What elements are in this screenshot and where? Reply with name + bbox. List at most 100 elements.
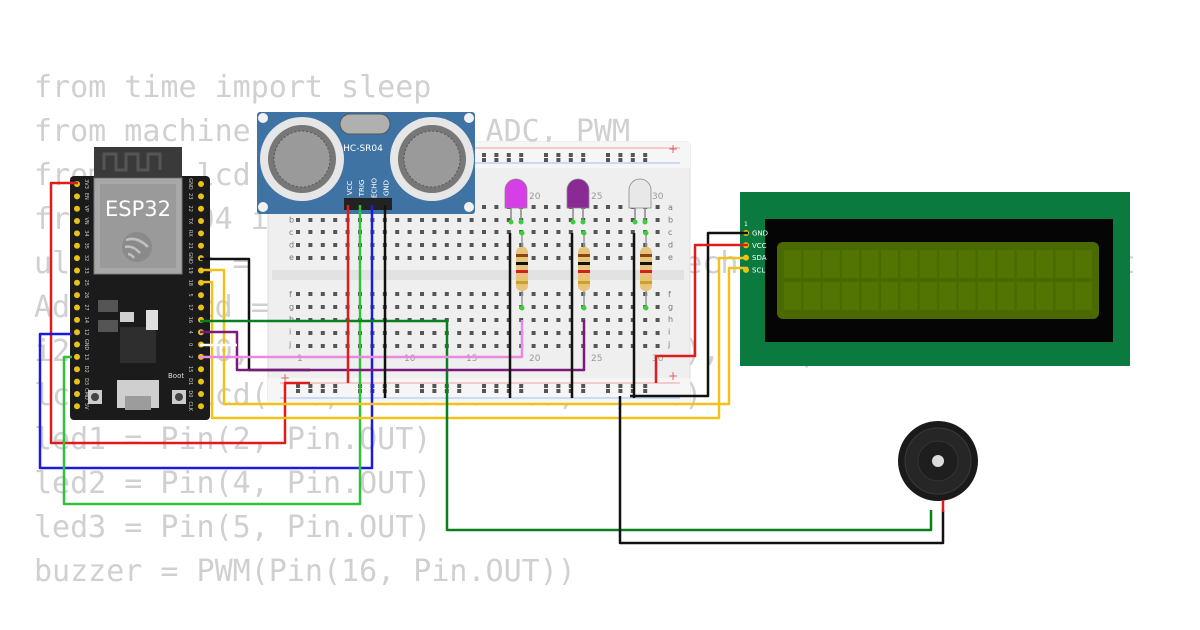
breadboard-hole — [469, 218, 474, 222]
esp32-pin-label: D0 — [187, 390, 193, 397]
rail-hole — [519, 158, 524, 162]
rail-hole — [308, 384, 313, 388]
esp32-pin — [198, 205, 204, 212]
lcd-cell — [861, 250, 879, 278]
breadboard-hole — [420, 230, 424, 234]
breadboard-hole — [544, 318, 548, 322]
esp32-pin — [74, 218, 80, 225]
breadboard-hole — [556, 292, 561, 296]
breadboard-hole — [494, 318, 499, 322]
breadboard-hole — [556, 305, 561, 309]
breadboard-hole — [494, 256, 499, 260]
breadboard-hole — [618, 205, 623, 209]
rail-hole — [556, 158, 561, 162]
rail-hole — [556, 153, 561, 157]
breadboard-hole — [544, 344, 548, 348]
breadboard-hole — [444, 305, 449, 309]
lcd-cell — [1016, 250, 1034, 278]
esp32-pin-label: 3V3 — [83, 179, 89, 189]
esp32-board: ESP32 Boot 3V3ENVPVN343532332526271412GN… — [70, 147, 210, 420]
breadboard-hole — [333, 230, 338, 234]
breadboard-hole — [531, 344, 536, 348]
esp32-pin-label: 5 — [187, 294, 193, 297]
lcd-character-cells — [784, 250, 1092, 310]
breadboard-hole — [432, 256, 437, 260]
breadboard-hole — [556, 331, 561, 335]
breadboard-hole — [469, 331, 474, 335]
esp32-pin — [198, 390, 204, 397]
row-letter: b — [289, 216, 294, 225]
rail-hole — [494, 384, 499, 388]
breadboard-hole — [593, 318, 598, 322]
breadboard-hole — [333, 218, 338, 222]
breadboard-hole — [407, 292, 412, 296]
lcd-pin-label: SDA — [752, 254, 767, 262]
esp32-pin — [74, 378, 80, 385]
breadboard-hole — [531, 230, 536, 234]
esp32-pin — [74, 316, 80, 323]
breadboard-hole — [606, 292, 610, 296]
breadboard-hole — [457, 243, 462, 247]
lcd-cell — [958, 250, 976, 278]
esp32-pin — [74, 242, 80, 249]
esp32-pin-label: 2 — [187, 355, 193, 358]
breadboard-hole — [333, 305, 338, 309]
esp32-pin-label: 25 — [83, 280, 89, 286]
breadboard-hole — [444, 218, 449, 222]
breadboard-hole — [606, 305, 610, 309]
led-group — [504, 178, 652, 311]
breadboard-hole — [482, 256, 486, 260]
esp32-pin — [198, 292, 204, 299]
code-line: from time import sleep — [34, 70, 432, 105]
lcd-cell — [881, 282, 898, 310]
breadboard-hole — [320, 230, 325, 234]
esp32-pin — [74, 329, 80, 336]
lcd-cell — [842, 250, 860, 278]
breadboard-hole — [630, 230, 635, 234]
breadboard-hole — [618, 256, 623, 260]
breadboard-hole — [457, 230, 462, 234]
esp32-pin-label: 22 — [187, 206, 193, 212]
esp32-pin-label: 4 — [187, 331, 193, 334]
rail-hole — [544, 389, 548, 393]
breadboard-hole — [457, 331, 462, 335]
espressif-logo-icon — [122, 232, 152, 262]
lcd-cell — [803, 250, 821, 278]
esp32-pin — [198, 193, 204, 200]
wire-scl — [200, 266, 748, 406]
lcd-cell — [1036, 282, 1054, 310]
lcd-cell — [1075, 282, 1092, 310]
breadboard-hole — [568, 218, 573, 222]
breadboard-hole — [457, 318, 462, 322]
rail-hole — [630, 153, 635, 157]
code-line: led1 = Pin(2, Pin.OUT) — [34, 422, 432, 457]
plus-sign-top: + — [668, 142, 678, 156]
rail-hole — [581, 153, 586, 157]
breadboard-hole — [469, 318, 474, 322]
breadboard-hole — [482, 230, 486, 234]
breadboard-hole — [444, 292, 449, 296]
breadboard-hole — [606, 318, 610, 322]
breadboard-hole — [469, 305, 474, 309]
breadboard-hole — [320, 331, 325, 335]
breadboard-hole — [395, 344, 400, 348]
breadboard-hole — [593, 230, 598, 234]
rail-hole — [556, 389, 561, 393]
wire-echo — [38, 205, 374, 470]
breadboard-hole — [457, 344, 462, 348]
rail-hole — [333, 384, 338, 388]
breadboard-hole — [618, 243, 623, 247]
breadboard-hole — [643, 344, 648, 348]
breadboard-hole — [482, 305, 486, 309]
breadboard-hole — [655, 344, 660, 348]
row-letter: e — [289, 253, 294, 262]
breadboard-hole — [432, 305, 437, 309]
led-2 — [566, 178, 590, 225]
wire-led2 — [200, 320, 586, 372]
esp32-pin — [198, 378, 204, 385]
wire-lcd-vcc — [654, 243, 748, 383]
lcd-cell — [997, 282, 1015, 310]
lcd-pin-number: 1 — [744, 221, 748, 228]
wire-buzzer-gnd — [618, 396, 945, 545]
